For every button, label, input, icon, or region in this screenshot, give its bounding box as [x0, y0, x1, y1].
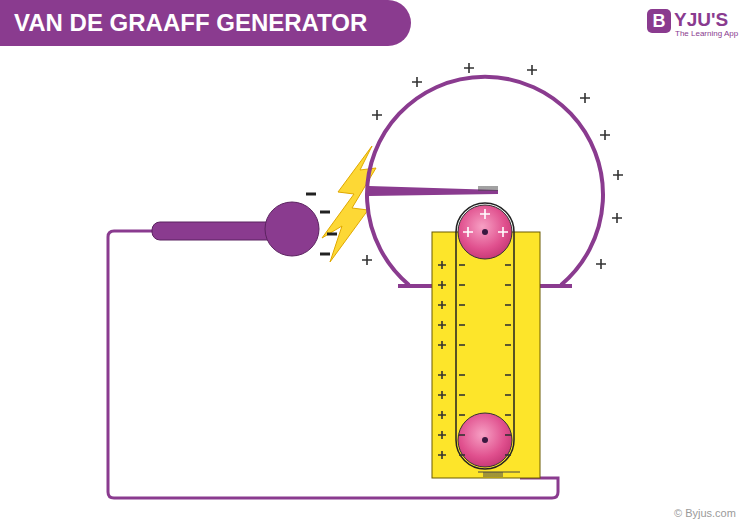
upper-pulley [458, 205, 512, 259]
pulley-axle [482, 437, 488, 443]
dome-connector [369, 186, 498, 196]
dome-ledge [398, 284, 434, 288]
diagram-title: VAN DE GRAAFF GENERATOR [14, 11, 367, 35]
rubber-belt [456, 203, 514, 469]
logo-badge [647, 9, 671, 33]
logo-tagline: The Learning App [675, 30, 738, 38]
metal-dome [367, 77, 603, 285]
logo-wordmark: YJU'S [674, 10, 728, 29]
title-banner [0, 0, 411, 46]
discharge-sphere [265, 202, 319, 256]
dome-ledge [538, 284, 572, 288]
ground-wire [108, 231, 558, 498]
copyright-note: © Byjus.com [674, 508, 736, 519]
charge-signs [306, 63, 623, 459]
lower-pulley [458, 413, 512, 467]
insulating-column [432, 232, 540, 478]
pulley-axle [482, 229, 488, 235]
logo-letter: B [653, 12, 666, 30]
discharge-rod [152, 222, 277, 240]
comb-teeth [478, 186, 520, 477]
